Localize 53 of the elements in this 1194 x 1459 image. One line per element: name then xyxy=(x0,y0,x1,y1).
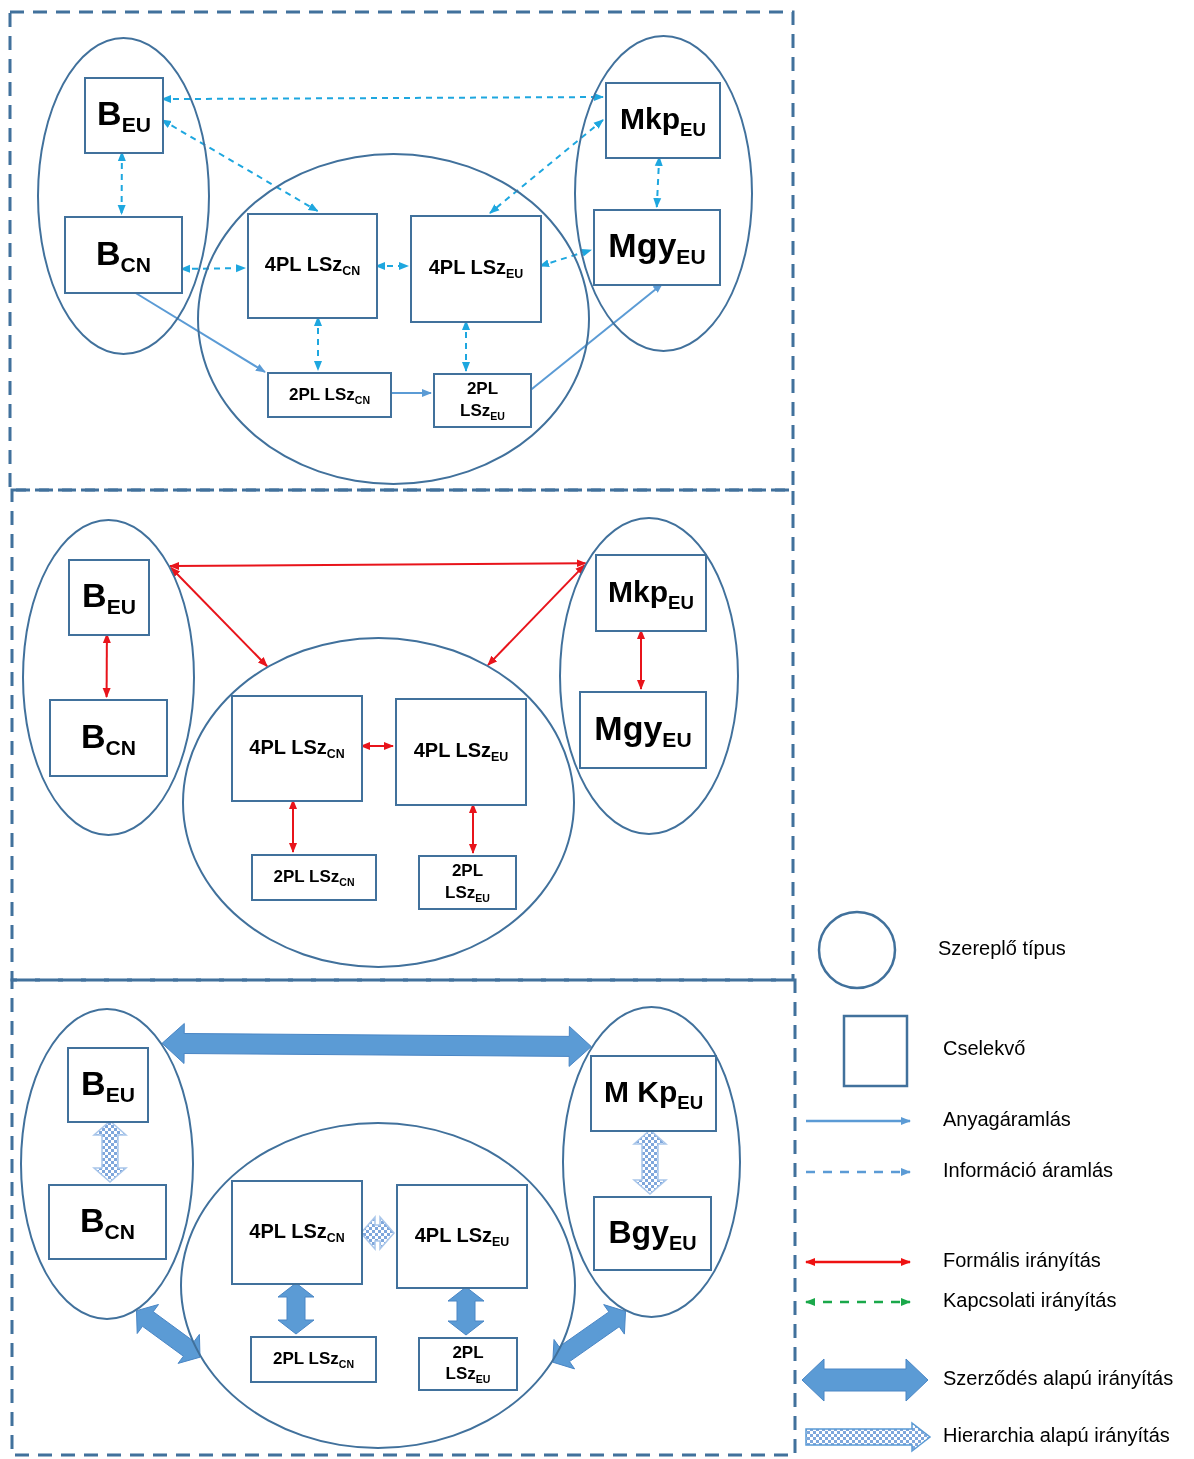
legend-label: Cselekvő xyxy=(943,1037,1026,1060)
actor-box: Mkp$_{EU}$ xyxy=(595,554,707,632)
actor-box: Mgy$_{EU}$ xyxy=(593,209,721,286)
legend-label: Anyagáramlás xyxy=(943,1108,1071,1131)
legend-label: Formális irányítás xyxy=(943,1249,1101,1272)
arrow xyxy=(170,566,269,668)
arrow xyxy=(489,119,604,214)
actor-box: 4PL LSz$_{CN}$ xyxy=(231,695,363,802)
legend-label: Hierarchia alapú irányítás xyxy=(943,1424,1170,1447)
actor-box: B$_{CN}$ xyxy=(48,1184,167,1260)
actor-type-ellipse xyxy=(559,517,739,835)
actor-box: B$_{CN}$ xyxy=(64,216,183,294)
arrow xyxy=(169,559,587,570)
actor-box: B$_{CN}$ xyxy=(49,699,168,777)
actor-type-ellipse xyxy=(562,1006,741,1318)
legend-label: Szereplő típus xyxy=(938,937,1066,960)
actor-type-ellipse xyxy=(37,37,210,355)
block-double-arrow xyxy=(161,1023,592,1067)
block-double-arrow xyxy=(136,1304,201,1364)
actor-type-ellipse xyxy=(574,35,753,352)
actor-type-ellipse xyxy=(20,1008,194,1320)
actor-box: B$_{EU}$ xyxy=(67,1047,149,1123)
actor-type-ellipse xyxy=(180,1122,576,1449)
actor-box: Bgy$_{EU}$ xyxy=(593,1196,712,1271)
actor-box: 4PL LSz$_{CN}$ xyxy=(247,213,378,319)
actor-type-ellipse xyxy=(182,637,575,968)
actor-box: B$_{EU}$ xyxy=(68,559,150,636)
actor-box: 4PL LSz$_{CN}$ xyxy=(231,1180,363,1285)
actor-box: 2PL LSz$_{CN}$ xyxy=(250,1336,377,1383)
hatched-double-arrow xyxy=(360,1215,395,1251)
actor-box: 2PL LSz$_{CN}$ xyxy=(251,854,377,901)
hatched-double-arrow xyxy=(92,1120,128,1183)
actor-type-ellipse xyxy=(22,519,195,836)
actor-box: M Kp$_{EU}$ xyxy=(590,1055,717,1132)
legend-label: Kapcsolati irányítás xyxy=(943,1289,1117,1312)
arrow xyxy=(487,564,586,667)
actor-box: Mgy$_{EU}$ xyxy=(579,691,707,769)
actor-box: 2PL LSz$_{EU}$ xyxy=(418,1337,518,1391)
actor-box: 4PL LSz$_{EU}$ xyxy=(395,698,527,806)
hatched-double-arrow xyxy=(632,1129,668,1195)
actor-box: Mkp$_{EU}$ xyxy=(605,82,721,159)
actor-box: 2PL LSz$_{EU}$ xyxy=(433,373,532,428)
block-double-arrow xyxy=(447,1286,485,1336)
block-double-arrow xyxy=(277,1282,315,1335)
actor-box: 2PL LSz$_{EU}$ xyxy=(418,855,517,910)
actor-box: 2PL LSz$_{CN}$ xyxy=(267,372,392,418)
legend-label: Szerződés alapú irányítás xyxy=(943,1367,1174,1390)
actor-box: 4PL LSz$_{EU}$ xyxy=(396,1184,528,1289)
block-double-arrow xyxy=(552,1304,626,1370)
legend-label: Információ áramlás xyxy=(943,1159,1114,1182)
actor-box: 4PL LSz$_{EU}$ xyxy=(410,215,542,323)
actor-box: B$_{EU}$ xyxy=(84,77,164,154)
actor-type-ellipse xyxy=(197,153,590,485)
